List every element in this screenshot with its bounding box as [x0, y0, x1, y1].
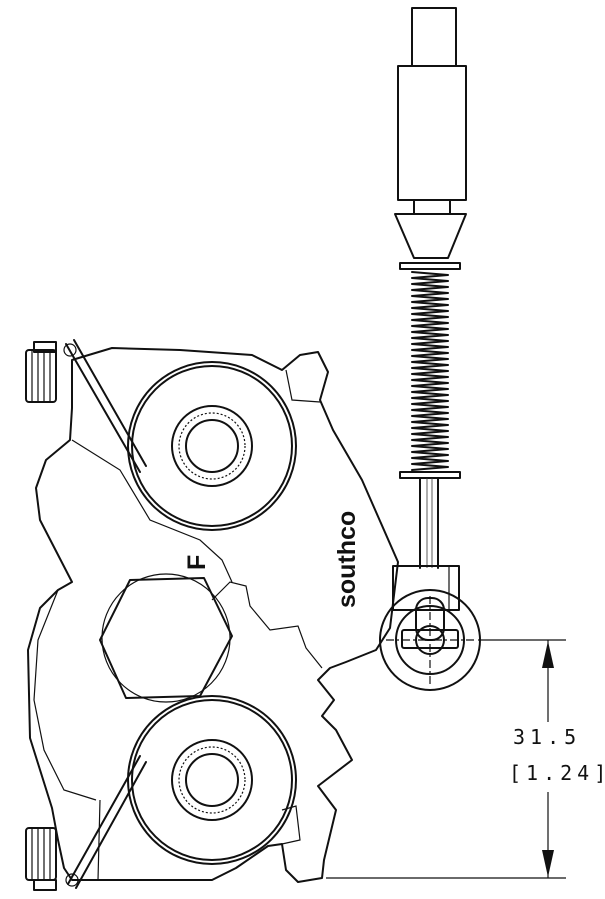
- housing-outline: [27, 347, 399, 883]
- pawl-edge: [211, 581, 323, 669]
- pivot-inner: [395, 605, 465, 675]
- hex-nut-outline: [99, 577, 233, 699]
- height-dimension: 31.5 [1.24]: [326, 639, 605, 879]
- upper-rotor-outer: [127, 361, 297, 531]
- lower-knurled-pin: [25, 827, 57, 881]
- part-mark: F: [183, 555, 211, 570]
- lower-rotor: [127, 695, 297, 865]
- upper-torsion-spring: [25, 339, 147, 473]
- cable-housing: [397, 65, 467, 201]
- housing-inner-edge-lower: [97, 799, 101, 881]
- cable-end-fitting: [411, 7, 457, 67]
- compression-spring: [411, 271, 449, 471]
- housing-tab: [281, 805, 301, 845]
- hex-nut: [99, 573, 233, 703]
- dimension-mm: 31.5: [513, 725, 581, 749]
- arrow-top: [542, 641, 554, 668]
- arrow-bottom: [542, 850, 554, 877]
- cable-assembly: [392, 7, 467, 611]
- brand-label: southco: [333, 511, 361, 608]
- lower-spring-arm: [67, 755, 141, 885]
- lower-rotor-outer: [127, 695, 297, 865]
- housing-inner-edge: [33, 589, 97, 801]
- spring-lower-washer: [399, 471, 461, 479]
- upper-spring-arm: [65, 343, 141, 473]
- cable-cone: [394, 213, 467, 259]
- lower-torsion-spring: [25, 755, 147, 891]
- lower-rotor-bore: [185, 753, 239, 807]
- lever-edge: [71, 439, 233, 583]
- upper-knurled-pin: [25, 349, 57, 403]
- dimension-inch: [1.24]: [509, 761, 605, 785]
- housing-neck: [413, 199, 451, 215]
- latch-housing: [27, 347, 399, 883]
- housing-notch: [285, 369, 321, 403]
- upper-rotor: [127, 361, 297, 531]
- upper-rotor-bore: [185, 419, 239, 473]
- actuator-pivot: [379, 589, 481, 691]
- plunger-clevis: [392, 565, 460, 611]
- spring-upper-washer: [399, 262, 461, 270]
